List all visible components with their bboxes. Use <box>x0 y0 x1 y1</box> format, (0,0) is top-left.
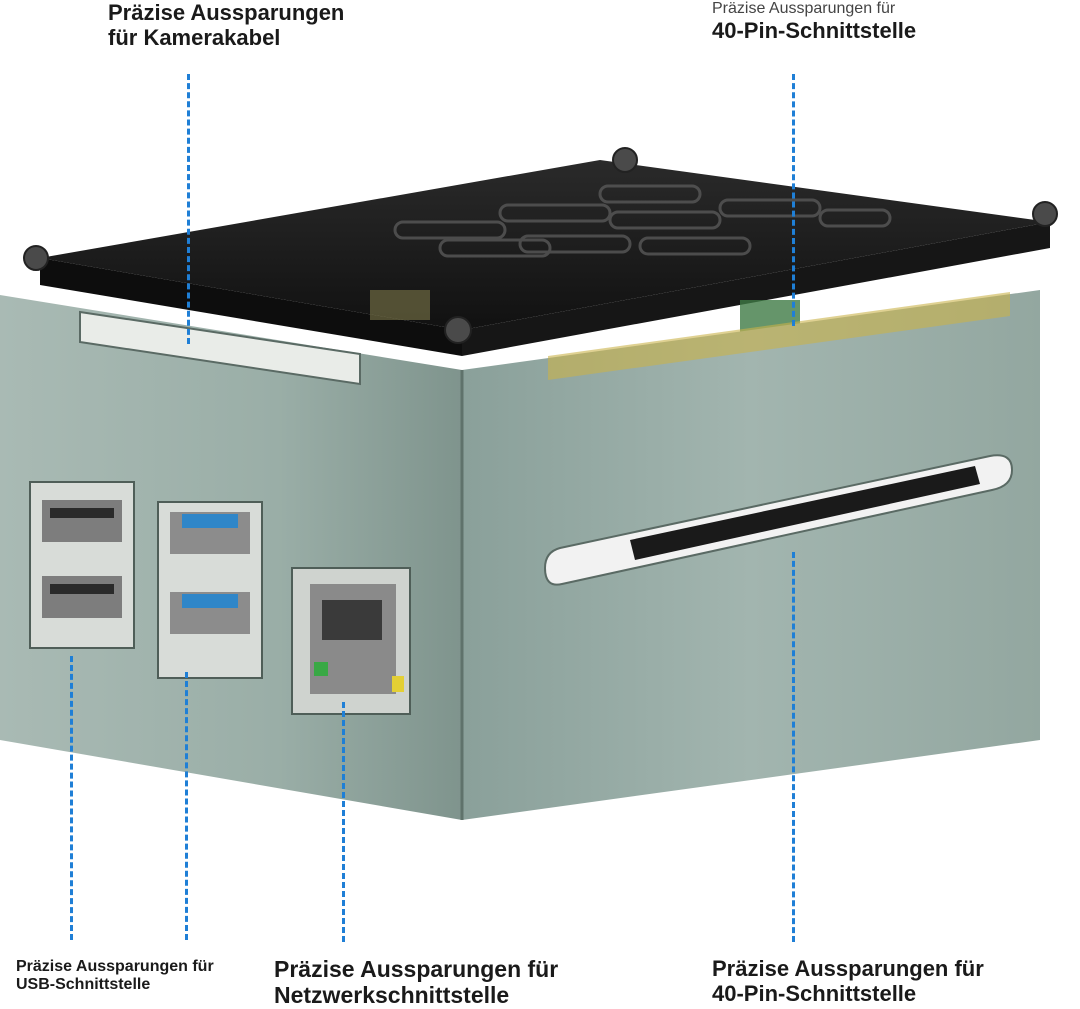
callout-line-camera <box>187 74 190 344</box>
label-40pin-bottom: Präzise Aussparungen für 40-Pin-Schnitts… <box>712 956 984 1007</box>
gpio-header <box>630 466 980 560</box>
callout-line-usb <box>70 656 73 940</box>
label-network-line2: Netzwerkschnittstelle <box>274 982 510 1009</box>
label-usb-cutout: Präzise Aussparungen für USB-Schnittstel… <box>16 958 214 995</box>
label-40pin-bottom-line2: 40-Pin-Schnittstelle <box>712 981 917 1007</box>
camera-cable-cutout <box>79 310 361 386</box>
callout-line-pin-top <box>792 74 795 326</box>
label-40pin-top: Präzise Aussparungen für 40-Pin-Schnitts… <box>712 0 916 44</box>
label-camera-line1: Präzise Aussparungen <box>108 0 345 25</box>
lid-screws <box>23 147 1058 344</box>
label-40pin-top-line1: Präzise Aussparungen für <box>712 0 896 17</box>
label-40pin-bottom-line1: Präzise Aussparungen für <box>712 956 984 981</box>
acrylic-lid <box>40 160 1050 330</box>
callout-line-pin-bottom <box>792 552 795 942</box>
case-side-face <box>462 290 1040 820</box>
side-top-cutout <box>548 292 1010 380</box>
label-usb-line2: USB-Schnittstelle <box>16 976 151 994</box>
label-camera-cutout: Präzise Aussparungen für Kamerakabel <box>108 0 344 51</box>
label-40pin-top-line2: 40-Pin-Schnittstelle <box>712 18 917 44</box>
acrylic-lid-edge <box>40 258 462 356</box>
label-usb-line1: Präzise Aussparungen für <box>16 958 214 975</box>
label-network-line1: Präzise Aussparungen für <box>274 956 559 982</box>
label-network-cutout: Präzise Aussparungen für Netzwerkschnitt… <box>274 956 558 1009</box>
label-camera-line2: für Kamerakabel <box>108 25 281 51</box>
lid-vent-slots <box>393 184 892 258</box>
internal-component <box>370 290 430 320</box>
callout-line-network <box>342 702 345 942</box>
callout-line-usb3 <box>185 672 188 940</box>
